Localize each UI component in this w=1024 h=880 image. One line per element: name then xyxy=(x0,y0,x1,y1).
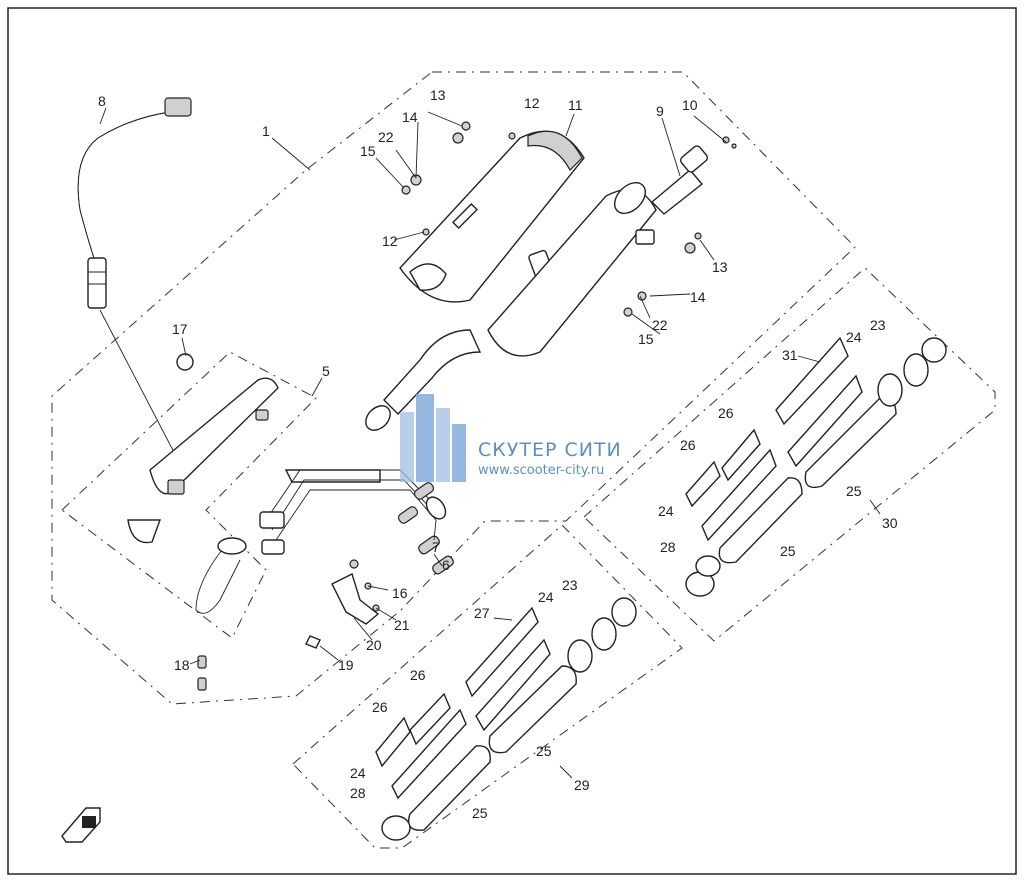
callout-17: 17 xyxy=(172,321,188,337)
callout-13: 13 xyxy=(430,87,446,103)
callout-24: 24 xyxy=(350,765,366,781)
callout-26: 26 xyxy=(372,699,388,715)
watermark-url: www.scooter-city.ru xyxy=(478,463,604,478)
callout-23: 23 xyxy=(562,577,578,593)
callout-15: 15 xyxy=(360,143,376,159)
callout-12: 12 xyxy=(524,95,540,111)
callout-28: 28 xyxy=(350,785,366,801)
forward-arrow-icon xyxy=(61,807,101,843)
callout-23: 23 xyxy=(870,317,886,333)
group-5-outline xyxy=(61,351,317,639)
callout-22: 22 xyxy=(378,129,394,145)
callout-14: 14 xyxy=(690,289,706,305)
bracket-part xyxy=(176,353,380,691)
group-30-parts xyxy=(685,336,947,597)
callout-24: 24 xyxy=(538,589,554,605)
callout-13: 13 xyxy=(712,259,728,275)
callout-26: 26 xyxy=(718,405,734,421)
callout-29: 29 xyxy=(574,777,590,793)
callout-9: 9 xyxy=(656,103,664,119)
callout-25: 25 xyxy=(536,743,552,759)
callout-16: 16 xyxy=(392,585,408,601)
leader-lines xyxy=(99,107,881,779)
exhaust-pipe-part xyxy=(127,377,437,614)
callout-21: 21 xyxy=(394,617,410,633)
callout-25: 25 xyxy=(846,483,862,499)
callout-26: 26 xyxy=(410,667,426,683)
callout-1: 1 xyxy=(262,123,270,139)
callout-26: 26 xyxy=(680,437,696,453)
callout-19: 19 xyxy=(338,657,354,673)
callout-12: 12 xyxy=(382,233,398,249)
callout-31: 31 xyxy=(782,347,798,363)
callout-labels: 1 5 6 7 8 9 10 11 12 12 13 13 14 14 15 1… xyxy=(98,87,898,821)
callout-25: 25 xyxy=(472,805,488,821)
callout-11: 11 xyxy=(568,97,583,113)
group-30-outline xyxy=(583,267,996,642)
callout-14: 14 xyxy=(402,109,418,125)
callout-25: 25 xyxy=(780,543,796,559)
callout-22: 22 xyxy=(652,317,668,333)
callout-27: 27 xyxy=(474,605,490,621)
oxygen-sensor-assembly xyxy=(77,97,192,461)
callout-30: 30 xyxy=(882,515,898,531)
group-29-parts xyxy=(375,597,637,841)
callout-24: 24 xyxy=(846,329,862,345)
callout-24: 24 xyxy=(658,503,674,519)
callout-8: 8 xyxy=(98,93,106,109)
watermark-logo: СКУТЕР СИТИ www.scooter-city.ru xyxy=(400,394,622,482)
callout-6: 6 xyxy=(442,557,450,573)
watermark-title: СКУТЕР СИТИ xyxy=(478,439,622,461)
callout-20: 20 xyxy=(366,637,382,653)
spring-parts xyxy=(397,482,454,575)
muffler-body-part xyxy=(365,145,709,431)
callout-7: 7 xyxy=(432,539,440,555)
callout-5: 5 xyxy=(322,363,330,379)
callout-15: 15 xyxy=(638,331,654,347)
callout-28: 28 xyxy=(660,539,676,555)
callout-10: 10 xyxy=(682,97,698,113)
callout-18: 18 xyxy=(174,657,190,673)
diagram-frame xyxy=(7,7,1017,875)
group-1-outline xyxy=(51,71,856,705)
group-29-outline xyxy=(292,524,683,849)
